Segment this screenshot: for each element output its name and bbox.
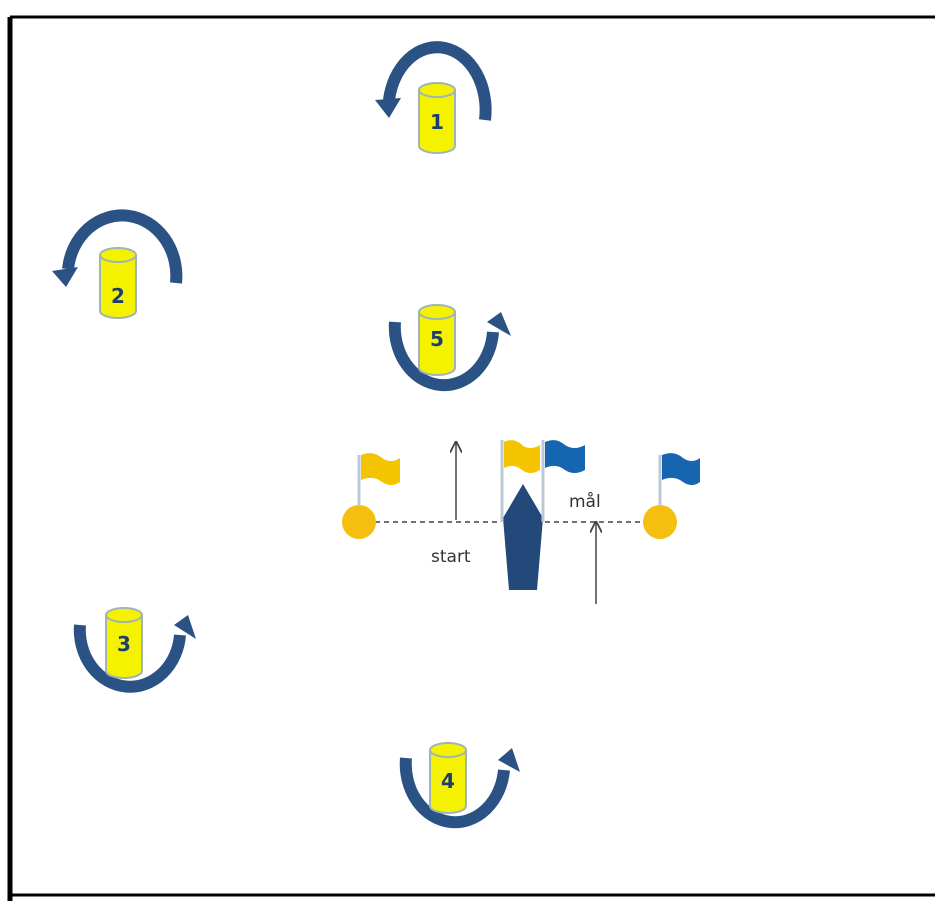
buoy-label: 1 [430, 110, 444, 134]
diagram-frame [7, 15, 935, 901]
rounding-arrow-icon [375, 41, 492, 121]
buoy-icon [429, 742, 467, 814]
buoy-label: 3 [117, 632, 131, 656]
rounding-arrow-icon [388, 312, 511, 392]
buoy-icon [418, 82, 456, 154]
buoy-2-group: 2 [52, 209, 183, 319]
boat-icon [503, 484, 543, 590]
buoy-label: 2 [111, 284, 125, 308]
rounding-arrow-icon [73, 615, 196, 693]
start-label: start [431, 547, 471, 567]
buoy-4-group: 4 [399, 742, 520, 829]
buoy-icon [105, 607, 143, 679]
flag-icon [658, 453, 700, 506]
buoy-1-group: 1 [375, 41, 492, 154]
flag-icon [545, 440, 585, 473]
start-finish-area: start mål [342, 440, 700, 604]
end-buoy-icon [643, 505, 677, 539]
flag-icon [357, 453, 400, 506]
buoy-5-group: 5 [388, 304, 511, 392]
rounding-arrow-icon [399, 748, 520, 829]
buoy-3-group: 3 [73, 607, 196, 693]
buoy-icon [99, 247, 137, 319]
buoy-label: 4 [441, 769, 455, 793]
buoy-label: 5 [430, 327, 444, 351]
rounding-arrow-icon [52, 209, 183, 287]
end-buoy-icon [342, 505, 376, 539]
flag-icon [504, 440, 540, 473]
finish-label: mål [569, 491, 601, 512]
buoy-icon [418, 304, 456, 376]
